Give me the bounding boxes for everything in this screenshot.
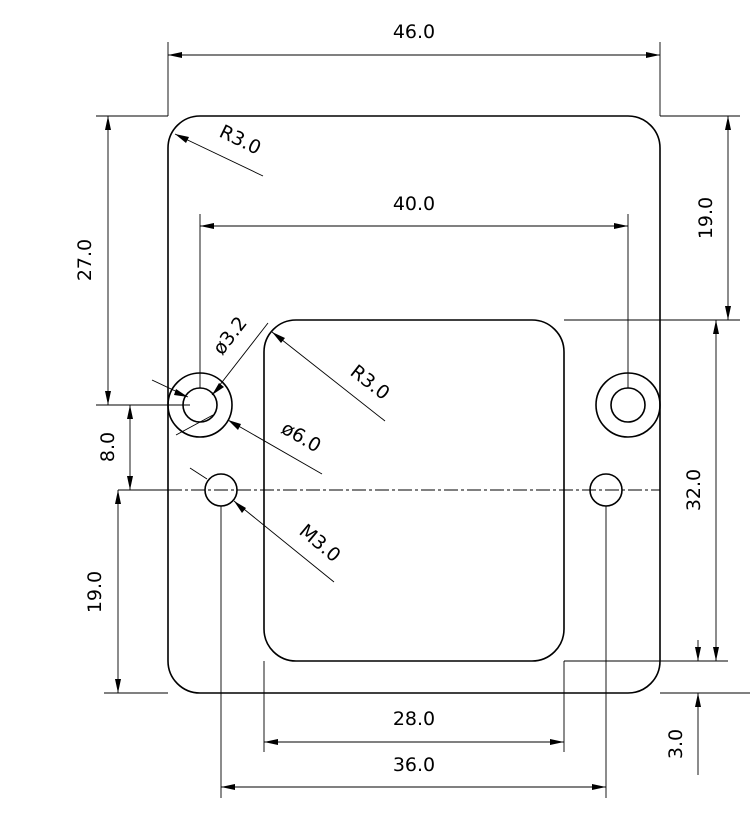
dim-top-to-hole-label: 27.0 (74, 239, 96, 281)
callout-thread: M3.0 (189, 467, 345, 583)
callout-window-radius: R3.0 (271, 331, 394, 422)
right-hole (610, 387, 646, 423)
window-cutout (263, 319, 565, 662)
dim-window-width: 28.0 (263, 661, 565, 752)
dim-hole-spacing-label: 40.0 (393, 193, 435, 215)
callout-corner-radius: R3.0 (174, 121, 265, 177)
dim-window-width-label: 28.0 (393, 708, 435, 730)
dim-hole-to-centerline: 8.0 (97, 405, 168, 491)
dim-top-to-hole: 27.0 (74, 115, 190, 406)
callout-thread-label: M3.0 (295, 520, 345, 567)
dim-overall-width-label: 46.0 (393, 21, 435, 43)
dim-tapped-spacing-label: 36.0 (393, 754, 435, 776)
callout-window-radius-label: R3.0 (346, 361, 394, 405)
callout-corner-radius-label: R3.0 (216, 121, 265, 160)
dim-window-to-bottom-label: 3.0 (665, 729, 687, 759)
callout-counterbore-diameter-label: ø6.0 (278, 417, 325, 457)
dim-hole-to-centerline-label: 8.0 (97, 432, 119, 462)
dim-window-to-bottom: 3.0 (660, 640, 750, 775)
callout-counterbore-diameter: ø6.0 (227, 417, 325, 475)
dim-window-height: 32.0 (564, 320, 728, 662)
dim-window-height-label: 32.0 (683, 469, 705, 511)
dim-tapped-spacing: 36.0 (220, 506, 607, 798)
dim-centerline-to-bottom: 19.0 (84, 490, 168, 694)
dim-overall-width: 46.0 (167, 21, 661, 116)
dim-centerline-to-bottom-label: 19.0 (84, 571, 106, 613)
dim-right-top-to-window: 19.0 (564, 115, 740, 321)
dim-hole-spacing: 40.0 (199, 193, 629, 388)
dim-right-top-to-window-label: 19.0 (695, 197, 717, 239)
